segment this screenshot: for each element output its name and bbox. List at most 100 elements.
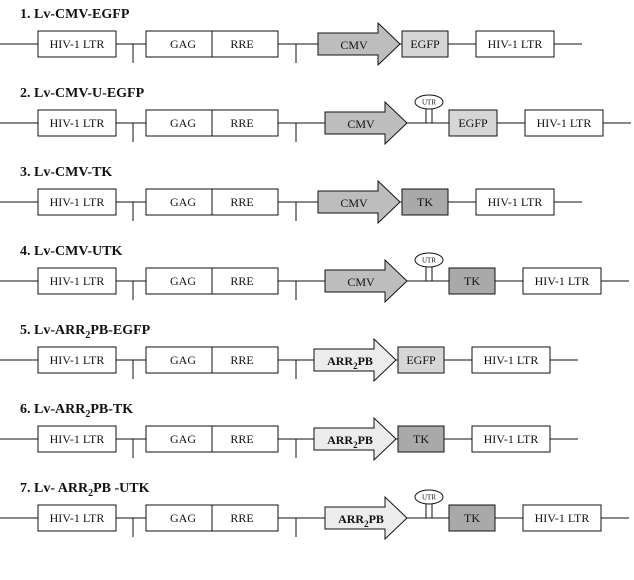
construct-title: 7. Lv- ARR2PB -UTK	[20, 481, 150, 499]
promoter-subscript: 2	[364, 519, 369, 529]
promoter-arrow	[313, 337, 397, 383]
rre-label: RRE	[230, 37, 253, 51]
ltr5-label: HIV-1 LTR	[50, 274, 105, 288]
ltr5-box	[37, 267, 117, 295]
gag-label: GAG	[170, 274, 196, 288]
promoter-arrow	[313, 416, 397, 462]
construct-title: 6. Lv-ARR2PB-TK	[20, 402, 133, 420]
construct-name-subscript: 2	[85, 330, 90, 341]
ltr3-box	[475, 188, 555, 216]
promoter-arrow	[324, 100, 408, 146]
ltr5-label: HIV-1 LTR	[50, 432, 105, 446]
ltr3-box	[475, 30, 555, 58]
ltr3-box	[522, 267, 602, 295]
ltr3-label: HIV-1 LTR	[488, 195, 543, 209]
promoter-subscript: 2	[353, 361, 358, 371]
ltr5-box	[37, 109, 117, 137]
gag-label: GAG	[170, 37, 196, 51]
gag-label: GAG	[170, 195, 196, 209]
utr-label: UTR	[422, 494, 436, 502]
rre-label: RRE	[230, 353, 253, 367]
construct-name-subscript: 2	[85, 409, 90, 420]
gene-box	[401, 188, 449, 216]
promoter-arrow	[324, 258, 408, 304]
ltr3-box	[522, 504, 602, 532]
construct-name-subscript: 2	[88, 488, 93, 499]
gene-box	[448, 504, 496, 532]
ltr3-label: HIV-1 LTR	[484, 432, 539, 446]
promoter-label: ARR2PB	[327, 433, 373, 450]
construct-name: Lv-CMV-UTK	[34, 244, 123, 259]
construct-name: Lv-CMV-EGFP	[34, 7, 130, 22]
promoter-label: CMV	[347, 275, 375, 289]
gene-label: TK	[464, 511, 480, 525]
promoter-tail: PB	[358, 433, 373, 447]
ltr5-box	[37, 504, 117, 532]
construct-number: 1.	[20, 7, 31, 22]
gene-label: TK	[413, 432, 429, 446]
gene-box	[401, 30, 449, 58]
construct-name-tail: PB-TK	[90, 402, 133, 417]
promoter-name: ARR	[338, 512, 364, 526]
utr-loop	[414, 489, 444, 505]
construct-name: Lv-CMV-U-EGFP	[34, 86, 145, 101]
promoter-arrow	[317, 179, 401, 225]
gag-label: GAG	[170, 511, 196, 525]
gene-label: TK	[417, 195, 433, 209]
construct-number: 6.	[20, 402, 31, 417]
ltr3-label: HIV-1 LTR	[488, 37, 543, 51]
promoter-arrow	[317, 21, 401, 67]
promoter-name: CMV	[340, 196, 368, 210]
promoter-tail: PB	[369, 512, 384, 526]
construct-title: 2. Lv-CMV-U-EGFP	[20, 86, 145, 101]
ltr3-label: HIV-1 LTR	[535, 511, 590, 525]
gene-box	[397, 346, 445, 374]
gene-box	[397, 425, 445, 453]
construct-name: Lv-ARR	[34, 323, 86, 338]
gene-label: EGFP	[406, 353, 436, 367]
promoter-label: CMV	[340, 196, 368, 210]
promoter-label: ARR2PB	[327, 354, 373, 371]
promoter-subscript: 2	[353, 440, 358, 450]
ltr5-box	[37, 188, 117, 216]
gene-label: EGFP	[458, 116, 488, 130]
construct-title: 4. Lv-CMV-UTK	[20, 244, 123, 259]
gene-label: EGFP	[410, 37, 440, 51]
gene-box	[448, 109, 498, 137]
rre-label: RRE	[230, 432, 253, 446]
ltr3-box	[524, 109, 604, 137]
promoter-name: ARR	[327, 433, 353, 447]
construct-name-tail: PB-EGFP	[90, 323, 150, 338]
rre-label: RRE	[230, 195, 253, 209]
gag-label: GAG	[170, 116, 196, 130]
gag-label: GAG	[170, 353, 196, 367]
construct-number: 5.	[20, 323, 31, 338]
utr-label: UTR	[422, 257, 436, 265]
promoter-label: CMV	[347, 117, 375, 131]
gene-label: TK	[464, 274, 480, 288]
ltr3-box	[471, 425, 551, 453]
ltr5-label: HIV-1 LTR	[50, 116, 105, 130]
construct-number: 3.	[20, 165, 31, 180]
ltr3-label: HIV-1 LTR	[484, 353, 539, 367]
ltr5-box	[37, 425, 117, 453]
promoter-name: CMV	[347, 275, 375, 289]
promoter-label: ARR2PB	[338, 512, 384, 529]
ltr3-label: HIV-1 LTR	[537, 116, 592, 130]
construct-title: 3. Lv-CMV-TK	[20, 165, 112, 180]
construct-title: 1. Lv-CMV-EGFP	[20, 7, 130, 22]
construct-name-tail: PB -UTK	[93, 481, 150, 496]
rre-label: RRE	[230, 511, 253, 525]
construct-title: 5. Lv-ARR2PB-EGFP	[20, 323, 151, 341]
promoter-arrow	[324, 495, 408, 541]
construct-name: Lv-ARR	[34, 402, 86, 417]
ltr5-label: HIV-1 LTR	[50, 511, 105, 525]
construct-number: 2.	[20, 86, 31, 101]
